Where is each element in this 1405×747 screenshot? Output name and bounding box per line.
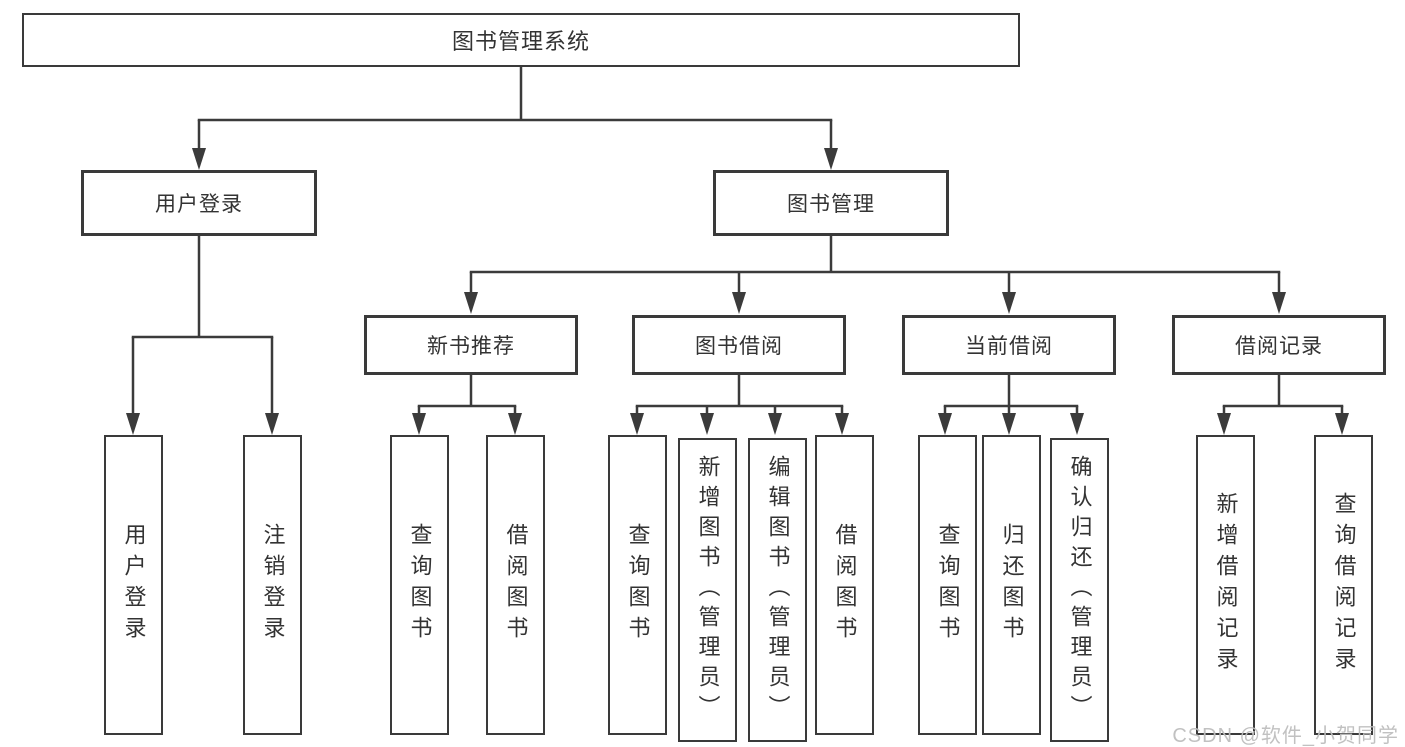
arrow-down-icon <box>464 292 478 314</box>
arrow-down-icon <box>1002 413 1016 435</box>
node-current-borrowing-label: 当前借阅 <box>965 335 1053 358</box>
leaf-logout-label: 注销登录 <box>260 523 286 647</box>
arrow-down-icon <box>1070 413 1084 435</box>
leaf-borrow-books-borrowing-label: 借阅图书 <box>832 523 858 647</box>
node-new-book-recommend: 新书推荐 <box>364 315 578 375</box>
arrow-down-icon <box>824 148 838 170</box>
leaf-borrow-books-borrowing: 借阅图书 <box>815 435 874 735</box>
arrowheads-group <box>126 148 1349 435</box>
node-book-borrowing: 图书借阅 <box>632 315 846 375</box>
arrow-down-icon <box>508 413 522 435</box>
leaf-borrow-books-recommend: 借阅图书 <box>486 435 545 735</box>
leaf-add-books-admin-label: 新增图书（管理员） <box>695 455 721 725</box>
node-current-borrowing: 当前借阅 <box>902 315 1116 375</box>
leaf-return-books: 归还图书 <box>982 435 1041 735</box>
arrow-down-icon <box>1002 292 1016 314</box>
leaf-confirm-return-admin-label: 确认归还（管理员） <box>1067 455 1093 725</box>
leaf-user-login: 用户登录 <box>104 435 163 735</box>
leaf-edit-books-admin-label: 编辑图书（管理员） <box>765 455 791 725</box>
leaf-query-borrow-record-label: 查询借阅记录 <box>1331 492 1357 678</box>
arrow-down-icon <box>1272 292 1286 314</box>
node-user-login-label: 用户登录 <box>155 193 243 216</box>
arrow-down-icon <box>265 413 279 435</box>
leaf-add-books-admin: 新增图书（管理员） <box>678 438 737 742</box>
leaf-query-books-current-label: 查询图书 <box>935 523 961 647</box>
arrow-down-icon <box>412 413 426 435</box>
leaf-query-books-current: 查询图书 <box>918 435 977 735</box>
arrow-down-icon <box>732 292 746 314</box>
node-borrowing-records-label: 借阅记录 <box>1235 335 1323 358</box>
node-new-book-recommend-label: 新书推荐 <box>427 335 515 358</box>
leaf-user-login-label: 用户登录 <box>121 523 147 647</box>
arrow-down-icon <box>1217 413 1231 435</box>
arrow-down-icon <box>700 413 714 435</box>
arrow-down-icon <box>835 413 849 435</box>
leaf-query-books-recommend-label: 查询图书 <box>407 523 433 647</box>
leaf-query-books-recommend: 查询图书 <box>390 435 449 735</box>
node-library-system: 图书管理系统 <box>22 13 1020 67</box>
arrow-down-icon <box>768 413 782 435</box>
node-library-system-label: 图书管理系统 <box>451 29 590 54</box>
leaf-add-borrow-record-label: 新增借阅记录 <box>1213 492 1239 678</box>
leaf-add-borrow-record: 新增借阅记录 <box>1196 435 1255 735</box>
leaf-confirm-return-admin: 确认归还（管理员） <box>1050 438 1109 742</box>
leaf-query-borrow-record: 查询借阅记录 <box>1314 435 1373 735</box>
arrow-down-icon <box>630 413 644 435</box>
leaf-query-books-borrowing: 查询图书 <box>608 435 667 735</box>
arrow-down-icon <box>126 413 140 435</box>
arrow-down-icon <box>938 413 952 435</box>
node-user-login: 用户登录 <box>81 170 317 236</box>
leaf-return-books-label: 归还图书 <box>999 523 1025 647</box>
node-book-management-label: 图书管理 <box>787 193 875 216</box>
arrow-down-icon <box>192 148 206 170</box>
leaf-edit-books-admin: 编辑图书（管理员） <box>748 438 807 742</box>
leaf-logout: 注销登录 <box>243 435 302 735</box>
leaf-borrow-books-recommend-label: 借阅图书 <box>503 523 529 647</box>
arrow-down-icon <box>1335 413 1349 435</box>
node-book-borrowing-label: 图书借阅 <box>695 335 783 358</box>
leaf-query-books-borrowing-label: 查询图书 <box>625 523 651 647</box>
node-borrowing-records: 借阅记录 <box>1172 315 1386 375</box>
watermark-text: CSDN @软件_小贺同学 <box>1172 725 1399 747</box>
node-book-management: 图书管理 <box>713 170 949 236</box>
